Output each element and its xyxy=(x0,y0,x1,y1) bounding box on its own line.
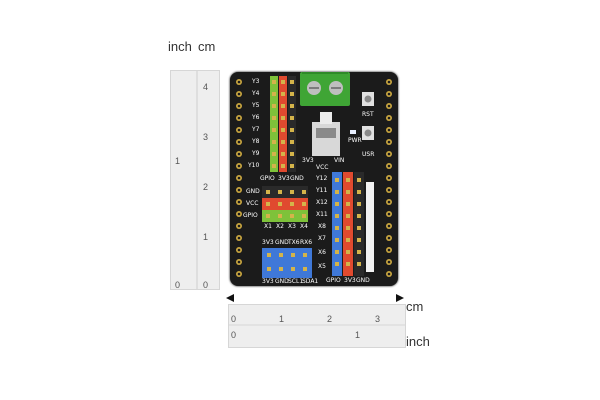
pin-label-y7: Y7 xyxy=(252,126,260,133)
ruler-v-cm-0: 0 xyxy=(203,280,209,290)
bus-bottom-scl1: SCL1 xyxy=(288,278,304,285)
x-label-4: X4 xyxy=(300,223,308,230)
ruler-h-cm-2: 2 xyxy=(327,314,333,324)
button-label-pwr: PWR xyxy=(348,137,362,144)
ruler-horizontal-cm-label: cm xyxy=(406,299,424,314)
pin-label-x11: X11 xyxy=(316,211,328,218)
pin-label-x8: X8 xyxy=(318,223,326,230)
ruler-horizontal: 0 1 2 3 0 1 xyxy=(228,304,406,348)
ruler-v-inch-0: 0 xyxy=(175,280,181,290)
ruler-v-cm-1: 1 xyxy=(203,232,209,242)
ruler-vertical-inch-label: inch xyxy=(168,39,192,54)
pin-label-y3: Y3 xyxy=(252,78,260,85)
ruler-h-inch-0: 0 xyxy=(231,330,237,340)
switch-label-3v3: 3V3 xyxy=(302,157,314,164)
pin-label-y10: Y10 xyxy=(248,162,260,169)
expansion-shield-board: Y3 Y4 Y5 Y6 Y7 Y8 Y9 Y10 GPIO 3V3 GND GN… xyxy=(230,72,398,286)
3v3-label-1: 3V3 xyxy=(278,175,290,182)
ruler-h-cm-3: 3 xyxy=(375,314,381,324)
ruler-vertical-cm-label: cm xyxy=(198,39,216,54)
pin-label-x12: X12 xyxy=(316,199,328,206)
pin-label-y4: Y4 xyxy=(252,90,260,97)
bus-label-tx6: TX6 xyxy=(288,239,300,246)
gpio-label-2: GPIO xyxy=(326,277,341,284)
x-label-1: X1 xyxy=(264,223,272,230)
x-label-3: X3 xyxy=(288,223,296,230)
ruler-v-cm-3: 3 xyxy=(203,132,209,142)
ruler-h-inch-1: 1 xyxy=(355,330,361,340)
ruler-v-cm-2: 2 xyxy=(203,182,209,192)
ruler-h-cm-0: 0 xyxy=(231,314,237,324)
bus-label-3v3: 3V3 xyxy=(262,239,274,246)
ruler-v-inch-1: 1 xyxy=(175,156,181,166)
power-label-gnd: GND xyxy=(246,188,260,195)
bus-label-rx6: RX6 xyxy=(300,239,313,246)
pin-label-y11: Y11 xyxy=(316,187,328,194)
ruler-h-cm-1: 1 xyxy=(279,314,285,324)
pin-label-y5: Y5 xyxy=(252,102,260,109)
ruler-v-cm-4: 4 xyxy=(203,82,209,92)
bus-label-gnd: GND xyxy=(275,239,289,246)
ruler-horizontal-inch-label: inch xyxy=(406,334,430,349)
bus-bottom-sda1: SDA1 xyxy=(302,278,319,285)
ruler-horizontal-ticks xyxy=(229,324,405,326)
pin-label-x5: X5 xyxy=(318,263,326,270)
button-label-rst: RST xyxy=(362,111,374,118)
x-label-2: X2 xyxy=(276,223,284,230)
pin-label-y12: Y12 xyxy=(316,175,328,182)
dimension-arrow xyxy=(226,294,404,302)
switch-label-vcc: VCC xyxy=(316,164,329,171)
button-label-usr: USR xyxy=(362,151,375,158)
3v3-label-2: 3V3 xyxy=(344,277,356,284)
power-label-vcc: VCC xyxy=(246,200,259,207)
board-artwork xyxy=(236,72,392,278)
switch-label-vin: VIN xyxy=(334,157,345,164)
ruler-vertical-ticks xyxy=(196,71,198,289)
bus-bottom-gnd: GND xyxy=(275,278,289,285)
gnd-label-2: GND xyxy=(356,277,370,284)
pin-label-x7: X7 xyxy=(318,235,326,242)
pin-label-y8: Y8 xyxy=(252,138,260,145)
pin-label-y9: Y9 xyxy=(252,150,260,157)
ruler-vertical: 4 3 2 1 0 1 0 xyxy=(170,70,220,290)
power-label-gpio: GPIO xyxy=(243,212,258,219)
gpio-label-1: GPIO xyxy=(260,175,275,182)
bus-bottom-3v3: 3V3 xyxy=(262,278,274,285)
pin-label-x6: X6 xyxy=(318,249,326,256)
pin-label-y6: Y6 xyxy=(252,114,260,121)
gnd-label-1: GND xyxy=(290,175,304,182)
